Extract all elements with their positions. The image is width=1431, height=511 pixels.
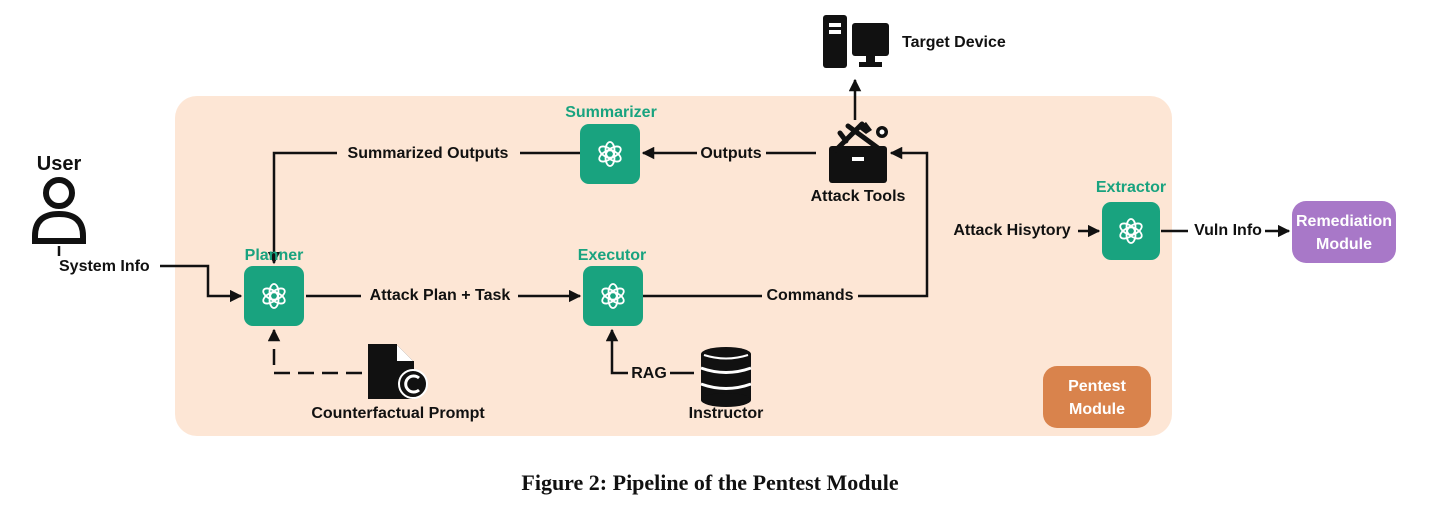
planner-title: Planner bbox=[245, 247, 304, 264]
attack-tools-node: Attack Tools bbox=[811, 121, 906, 205]
edge-label-rag: RAG bbox=[631, 365, 667, 382]
target-device-label: Target Device bbox=[902, 34, 1006, 51]
extractor-agent: Extractor bbox=[1096, 179, 1166, 260]
planner-agent: Planner bbox=[244, 247, 304, 326]
summarizer-box bbox=[580, 124, 640, 184]
user-label: User bbox=[37, 153, 82, 175]
executor-agent: Executor bbox=[578, 247, 646, 326]
executor-box bbox=[583, 266, 643, 326]
target-device-node: Target Device bbox=[823, 15, 1006, 68]
edge-label-system-info: System Info bbox=[59, 258, 150, 275]
extractor-box bbox=[1102, 202, 1160, 260]
executor-title: Executor bbox=[578, 247, 646, 264]
toolbox-icon bbox=[829, 121, 888, 183]
edge-label-attack-history: Attack Hisytory bbox=[953, 222, 1070, 239]
attack-tools-label: Attack Tools bbox=[811, 188, 906, 205]
edge-label-attack-plan: Attack Plan + Task bbox=[370, 287, 511, 304]
counterfactual-node: Counterfactual Prompt bbox=[311, 344, 485, 422]
figure-caption: Figure 2: Pipeline of the Pentest Module bbox=[521, 470, 898, 495]
user-icon bbox=[32, 177, 86, 244]
instructor-node: Instructor bbox=[689, 347, 764, 422]
summarizer-title: Summarizer bbox=[565, 104, 657, 121]
arrow-system-info bbox=[160, 264, 243, 303]
remediation-module: Remediation Module bbox=[1292, 201, 1396, 263]
extractor-title: Extractor bbox=[1096, 179, 1166, 196]
arrow-summarized-outputs-down bbox=[267, 151, 337, 265]
arrow-commands-tail bbox=[858, 146, 929, 298]
document-icon bbox=[368, 344, 428, 399]
arrow-counterfactual bbox=[267, 328, 362, 375]
arrow-rag-tail bbox=[605, 328, 628, 375]
user-node: User bbox=[32, 153, 86, 244]
counterfactual-label: Counterfactual Prompt bbox=[311, 405, 485, 422]
edge-label-commands: Commands bbox=[766, 287, 853, 304]
edge-label-summarized-outputs: Summarized Outputs bbox=[348, 145, 509, 162]
pentest-module: Pentest Module bbox=[1043, 366, 1151, 428]
pentest-area bbox=[175, 96, 1172, 436]
instructor-label: Instructor bbox=[689, 405, 764, 422]
desktop-computer-icon bbox=[823, 15, 889, 68]
pentest-module-line2: Module bbox=[1069, 401, 1125, 418]
edge-label-vuln-info: Vuln Info bbox=[1194, 222, 1262, 239]
planner-box bbox=[244, 266, 304, 326]
database-icon bbox=[700, 347, 752, 407]
edge-label-outputs: Outputs bbox=[700, 145, 761, 162]
summarizer-agent: Summarizer bbox=[565, 104, 657, 184]
pentest-module-line1: Pentest bbox=[1068, 378, 1126, 395]
remediation-module-line1: Remediation bbox=[1296, 213, 1392, 230]
remediation-module-line2: Module bbox=[1316, 236, 1372, 253]
